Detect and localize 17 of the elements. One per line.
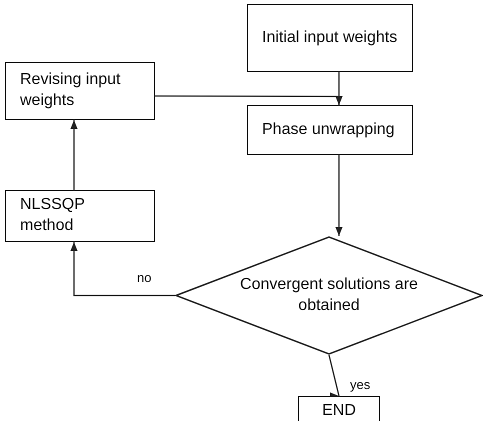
node-label: Phase unwrapping [262, 120, 395, 140]
node-label: Initial input weights [262, 28, 398, 48]
arrow [70, 120, 78, 190]
process-box [5, 62, 155, 120]
node-label: NLSSQP method [20, 195, 86, 236]
node-label: Convergent solutions are obtained [239, 274, 419, 316]
arrow [155, 95, 343, 105]
arrow [328, 354, 340, 397]
process-box [247, 4, 413, 72]
process-box [247, 105, 413, 155]
process-box [5, 190, 155, 242]
decision-diamond [175, 236, 483, 355]
node-label: Revising input weights [20, 70, 122, 111]
arrow [335, 155, 343, 236]
node-label: END [322, 400, 356, 421]
process-box [298, 396, 380, 421]
arrow [70, 242, 175, 296]
